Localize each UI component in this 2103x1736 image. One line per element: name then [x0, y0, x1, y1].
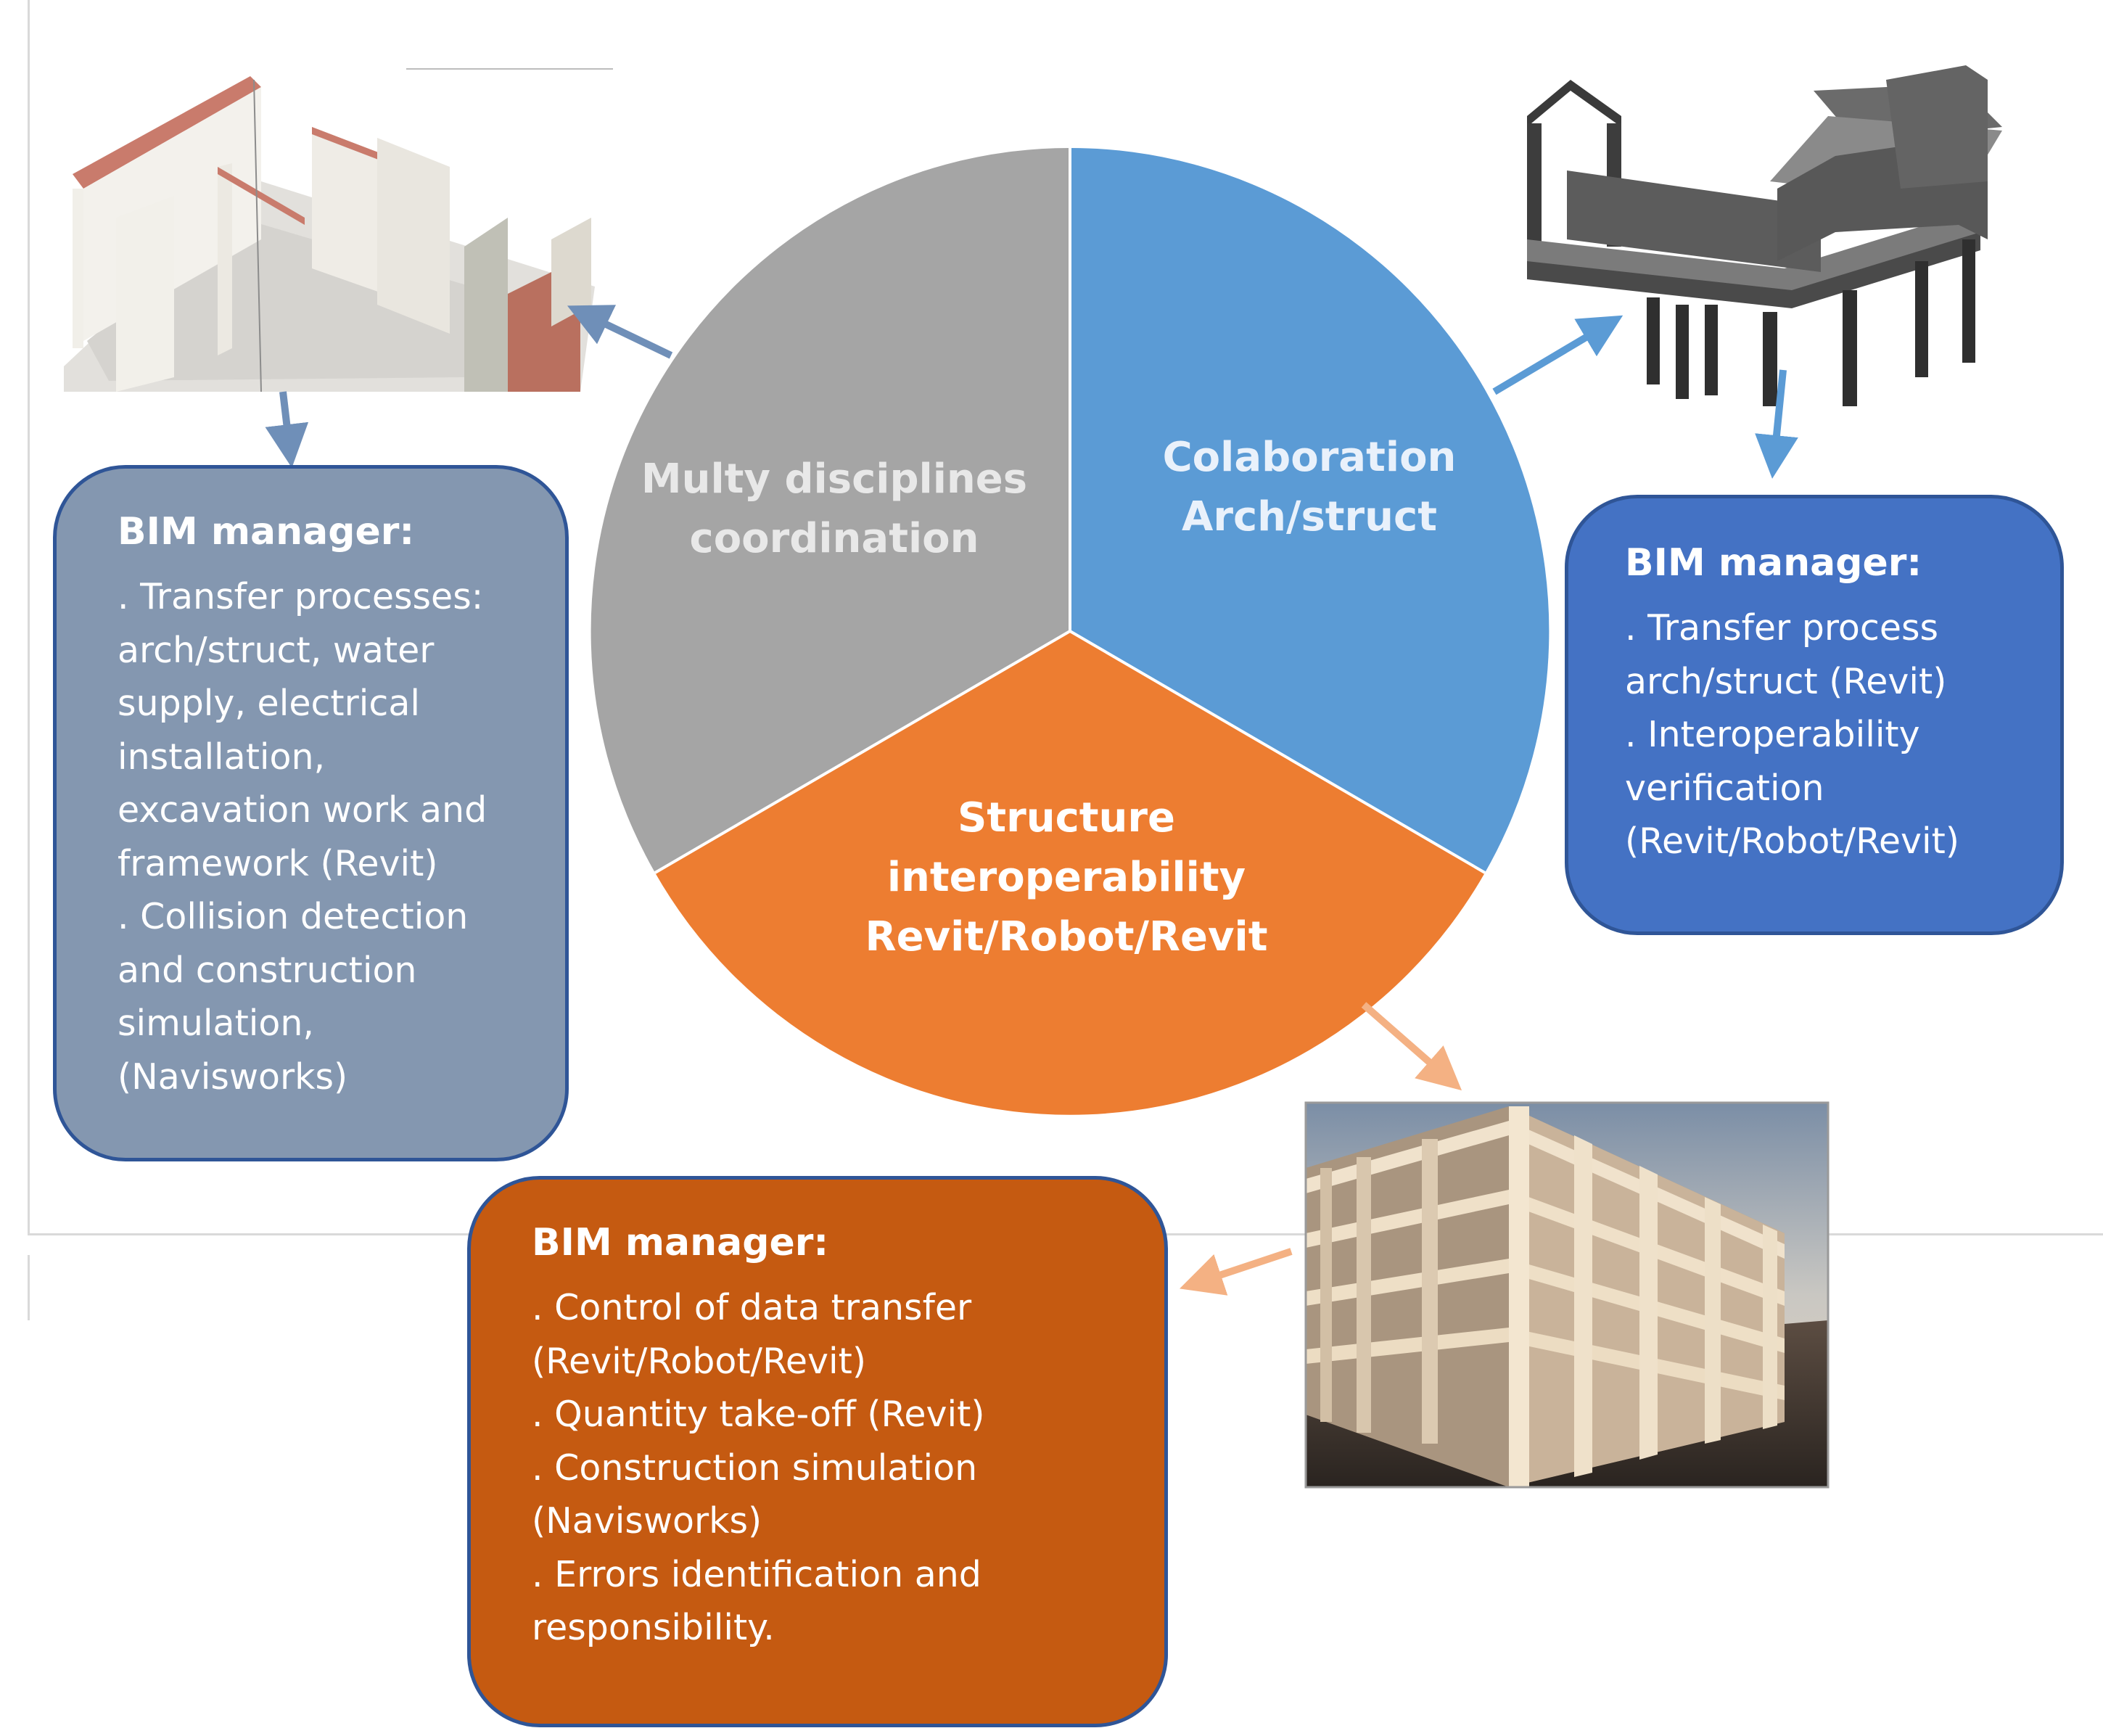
- box-line: framework (Revit): [118, 842, 438, 884]
- box-line: (Navisworks): [118, 1056, 348, 1098]
- pie-label-interoperability: Structure interoperability Revit/Robot/R…: [841, 789, 1291, 967]
- box-line: (Revit/Robot/Revit): [532, 1340, 867, 1382]
- arrow-left-image-to-box: [265, 391, 309, 468]
- arrow-pie-to-right-image: [1492, 315, 1623, 395]
- box-line: supply, electrical: [118, 683, 420, 724]
- box-line: . Collision detection: [118, 896, 469, 937]
- pie-segment-coordination: [590, 147, 1070, 873]
- box-line: . Quantity take-off (Revit): [532, 1394, 985, 1435]
- box-line: (Navisworks): [532, 1500, 762, 1542]
- pie-divider: [654, 630, 1071, 874]
- box-line: arch/struct, water: [118, 629, 435, 671]
- box-line: . Transfer process: [1625, 607, 1939, 649]
- box-title: BIM manager:: [1625, 541, 1922, 585]
- pie-segment-collaboration: [1070, 147, 1550, 873]
- box-line: and construction: [118, 949, 417, 991]
- arrow-pie-to-bottom-image: [1361, 1002, 1462, 1091]
- building-model-walls-image: [62, 68, 613, 392]
- box-line: . Errors identification and: [532, 1553, 981, 1595]
- box-line: verification: [1625, 767, 1824, 809]
- frame-line-left: [28, 0, 30, 1233]
- pie-label-line: interoperability: [886, 854, 1246, 901]
- pie-label-line: Multy disciplines: [641, 456, 1028, 503]
- bim-manager-box-coordination: BIM manager: . Transfer processes: arch/…: [53, 465, 569, 1161]
- box-line: installation,: [118, 736, 326, 778]
- box-line: excavation work and: [118, 789, 487, 831]
- box-line: . Interoperability: [1625, 714, 1920, 755]
- box-title: BIM manager:: [532, 1221, 829, 1264]
- pie-label-coordination: Multy disciplines coordination: [638, 450, 1030, 569]
- box-line: arch/struct (Revit): [1625, 660, 1947, 702]
- pie-label-line: Structure: [957, 794, 1175, 842]
- box-line: . Transfer processes:: [118, 576, 484, 617]
- arrow-bottom-image-to-box: [1180, 1248, 1293, 1296]
- pie-divider: [1069, 630, 1486, 874]
- bim-manager-box-collaboration: BIM manager: . Transfer process arch/str…: [1565, 495, 2064, 935]
- connector-arrows: [265, 305, 1798, 1296]
- pie-label-line: Colaboration: [1162, 434, 1457, 481]
- frame-line-left-lower: [28, 1255, 30, 1320]
- arrow-pie-to-left-image: [567, 305, 673, 359]
- rendered-building-frame-image: [1304, 1101, 1830, 1489]
- pie-label-line: Arch/struct: [1181, 493, 1438, 540]
- pie-chart: [590, 147, 1550, 1115]
- structural-frame-model-image: [1527, 65, 2002, 406]
- pie-label-line: coordination: [689, 515, 979, 562]
- arrow-right-image-to-box: [1755, 369, 1798, 479]
- box-line: . Construction simulation: [532, 1447, 978, 1489]
- box-line: . Control of data transfer: [532, 1287, 972, 1328]
- box-line: simulation,: [118, 1003, 315, 1044]
- bim-manager-box-interoperability: BIM manager: . Control of data transfer …: [467, 1176, 1168, 1727]
- pie-label-collaboration: Colaboration Arch/struct: [1150, 428, 1469, 547]
- box-title: BIM manager:: [118, 510, 415, 554]
- box-line: (Revit/Robot/Revit): [1625, 820, 1960, 862]
- pie-label-line: Revit/Robot/Revit: [865, 913, 1268, 960]
- box-line: responsibility.: [532, 1607, 775, 1648]
